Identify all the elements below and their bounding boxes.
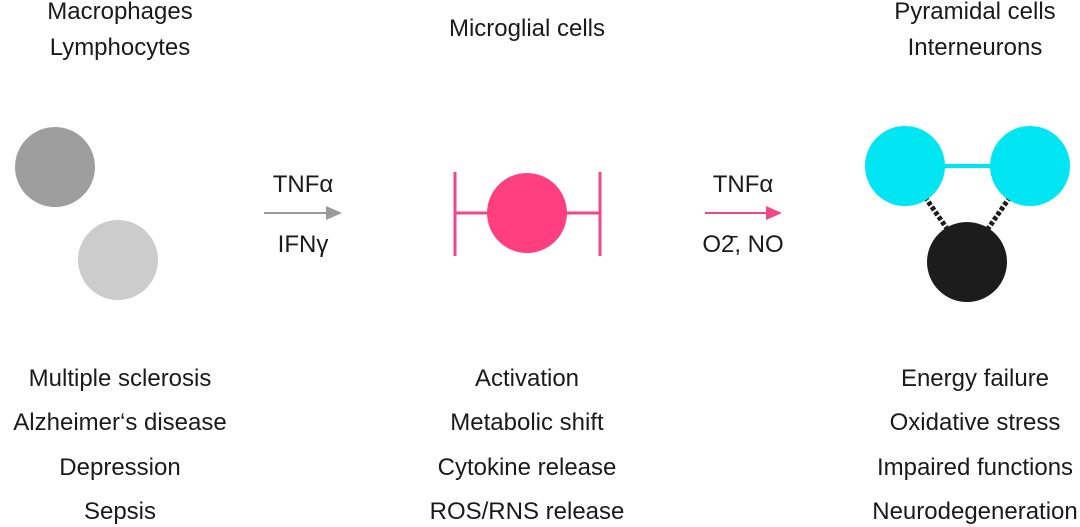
condition-item: Alzheimer‘s disease	[13, 409, 227, 436]
neuron-network	[865, 126, 1070, 302]
condition-item: Neurodegeneration	[872, 498, 1078, 525]
condition-item: Metabolic shift	[450, 409, 604, 436]
condition-item: Activation	[474, 365, 580, 392]
pyramidal-cell-right	[990, 126, 1070, 206]
arrow-1-bottom-label: IFNγ	[277, 231, 329, 258]
cell-label-macrophages: Macrophages	[47, 0, 193, 25]
condition-item: Oxidative stress	[889, 409, 1061, 436]
cell-label-interneurons: Interneurons	[907, 34, 1043, 61]
condition-item: ROS/RNS release	[429, 498, 625, 525]
interneuron-cell	[927, 222, 1007, 302]
macrophage-cell	[15, 127, 95, 207]
arrow-1-top-label: TNFα	[272, 171, 334, 198]
condition-item: Impaired functions	[876, 454, 1074, 481]
arrow-2	[705, 206, 782, 220]
condition-item: Sepsis	[83, 498, 157, 525]
condition-item: Cytokine release	[437, 454, 617, 481]
arrow-2-top-label: TNFα	[712, 171, 774, 198]
cell-label-lymphocytes: Lymphocytes	[49, 34, 191, 61]
microglial-cell	[453, 172, 602, 256]
pyramidal-cell-left	[865, 126, 945, 206]
arrow-2-bottom-label: O2̄, NO	[702, 231, 784, 258]
condition-item: Depression	[59, 454, 181, 481]
lymphocyte-cell	[78, 220, 158, 300]
condition-item: Energy failure	[900, 365, 1050, 392]
arrow-1	[264, 206, 342, 220]
cell-label-pyramidal: Pyramidal cells	[894, 0, 1056, 25]
cell-label-microglial: Microglial cells	[448, 15, 606, 42]
condition-item: Multiple sclerosis	[28, 365, 212, 392]
